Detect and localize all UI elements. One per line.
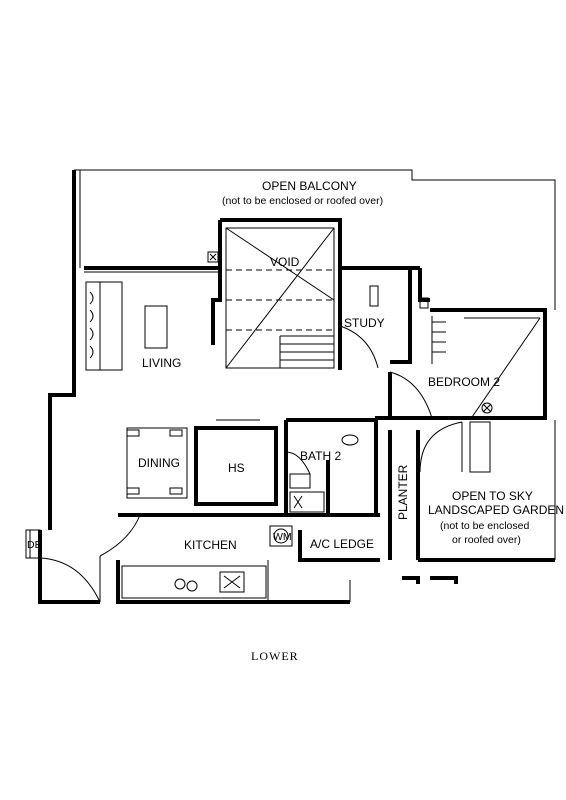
- kitchen: [39, 513, 380, 603]
- label-bedroom2: BEDROOM 2: [428, 375, 500, 389]
- bath2: [284, 418, 378, 515]
- plan-caption: LOWER: [251, 649, 299, 663]
- label-void: VOID: [270, 255, 300, 269]
- coffee-table: [144, 305, 168, 349]
- db-box: [25, 529, 41, 559]
- label-hs: HS: [228, 461, 245, 475]
- label-garden-2: LANDSCAPED GARDEN: [428, 503, 564, 517]
- sofa: [85, 281, 123, 371]
- label-ac-ledge: A/C LEDGE: [310, 537, 374, 551]
- garden-walls: [402, 420, 556, 584]
- hs-room: [194, 419, 278, 506]
- label-open-balcony: OPEN BALCONY: [262, 179, 357, 193]
- dining-set: [126, 427, 188, 499]
- void-stair: [207, 218, 342, 369]
- label-living: LIVING: [142, 356, 181, 370]
- label-bath2: BATH 2: [300, 449, 341, 463]
- label-garden-4: or roofed over): [452, 534, 521, 546]
- label-kitchen: KITCHEN: [184, 538, 237, 552]
- planter: [388, 430, 420, 560]
- label-wm: WM: [273, 531, 292, 543]
- study-walls: [338, 268, 412, 370]
- balcony-boundary: [84, 266, 547, 420]
- label-dining: DINING: [138, 456, 180, 470]
- label-open-balcony-note: (not to be enclosed or roofed over): [222, 195, 383, 207]
- label-garden-3: (not to be enclosed: [440, 520, 529, 532]
- label-study: STUDY: [344, 316, 385, 330]
- bedroom2-walls: [375, 297, 545, 473]
- label-db: DB: [27, 539, 42, 551]
- label-garden-1: OPEN TO SKY: [452, 489, 533, 503]
- label-planter: PLANTER: [396, 464, 410, 520]
